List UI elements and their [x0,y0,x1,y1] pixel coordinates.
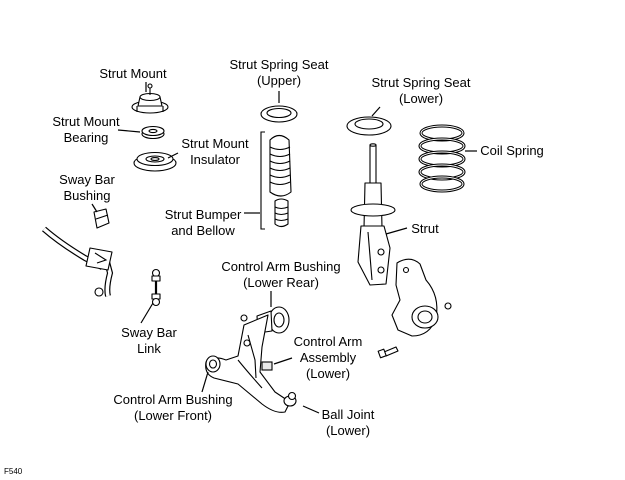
label-sway-bar-bushing: Sway Bar Bushing [59,172,115,203]
sway-bar-part [42,226,114,297]
coil-spring-part [418,124,466,193]
strut-mount-part [131,83,169,114]
bolt-part [377,346,399,359]
label-strut-mount: Strut Mount [99,66,167,81]
sway-bar-bushing-part [93,208,110,229]
label-strut-spring-seat-upper: Strut Spring Seat (Upper) [229,57,329,88]
label-control-arm-bushing-lower-rear: Control Arm Bushing (Lower Rear) [221,259,341,290]
strut-bumper-bellow-part [260,131,292,230]
control-arm-assembly-part [205,314,291,413]
strut-part [350,143,396,286]
strut-spring-seat-lower-part [346,116,392,136]
leader-lines [91,82,477,414]
label-sway-bar-link: Sway Bar Link [121,325,177,356]
label-strut-spring-seat-lower: Strut Spring Seat (Lower) [371,75,471,106]
ball-joint-part [283,391,297,407]
label-strut-mount-insulator: Strut Mount Insulator [181,136,249,167]
label-coil-spring: Coil Spring [480,143,544,158]
figure-id: F540 [4,467,23,476]
sway-bar-link-part [151,268,161,307]
label-control-arm-assembly: Control Arm Assembly (Lower) [293,334,363,381]
label-ball-joint: Ball Joint (Lower) [321,407,375,438]
label-strut: Strut [411,221,439,236]
label-strut-bumper-bellow: Strut Bumper and Bellow [164,207,242,238]
label-strut-mount-bearing: Strut Mount Bearing [52,114,120,145]
strut-spring-seat-upper-part [260,105,298,123]
strut-mount-insulator-part [133,151,177,172]
label-control-arm-bushing-lower-front: Control Arm Bushing (Lower Front) [113,392,233,423]
strut-mount-bearing-part [141,125,165,140]
steering-knuckle-part [391,258,452,337]
